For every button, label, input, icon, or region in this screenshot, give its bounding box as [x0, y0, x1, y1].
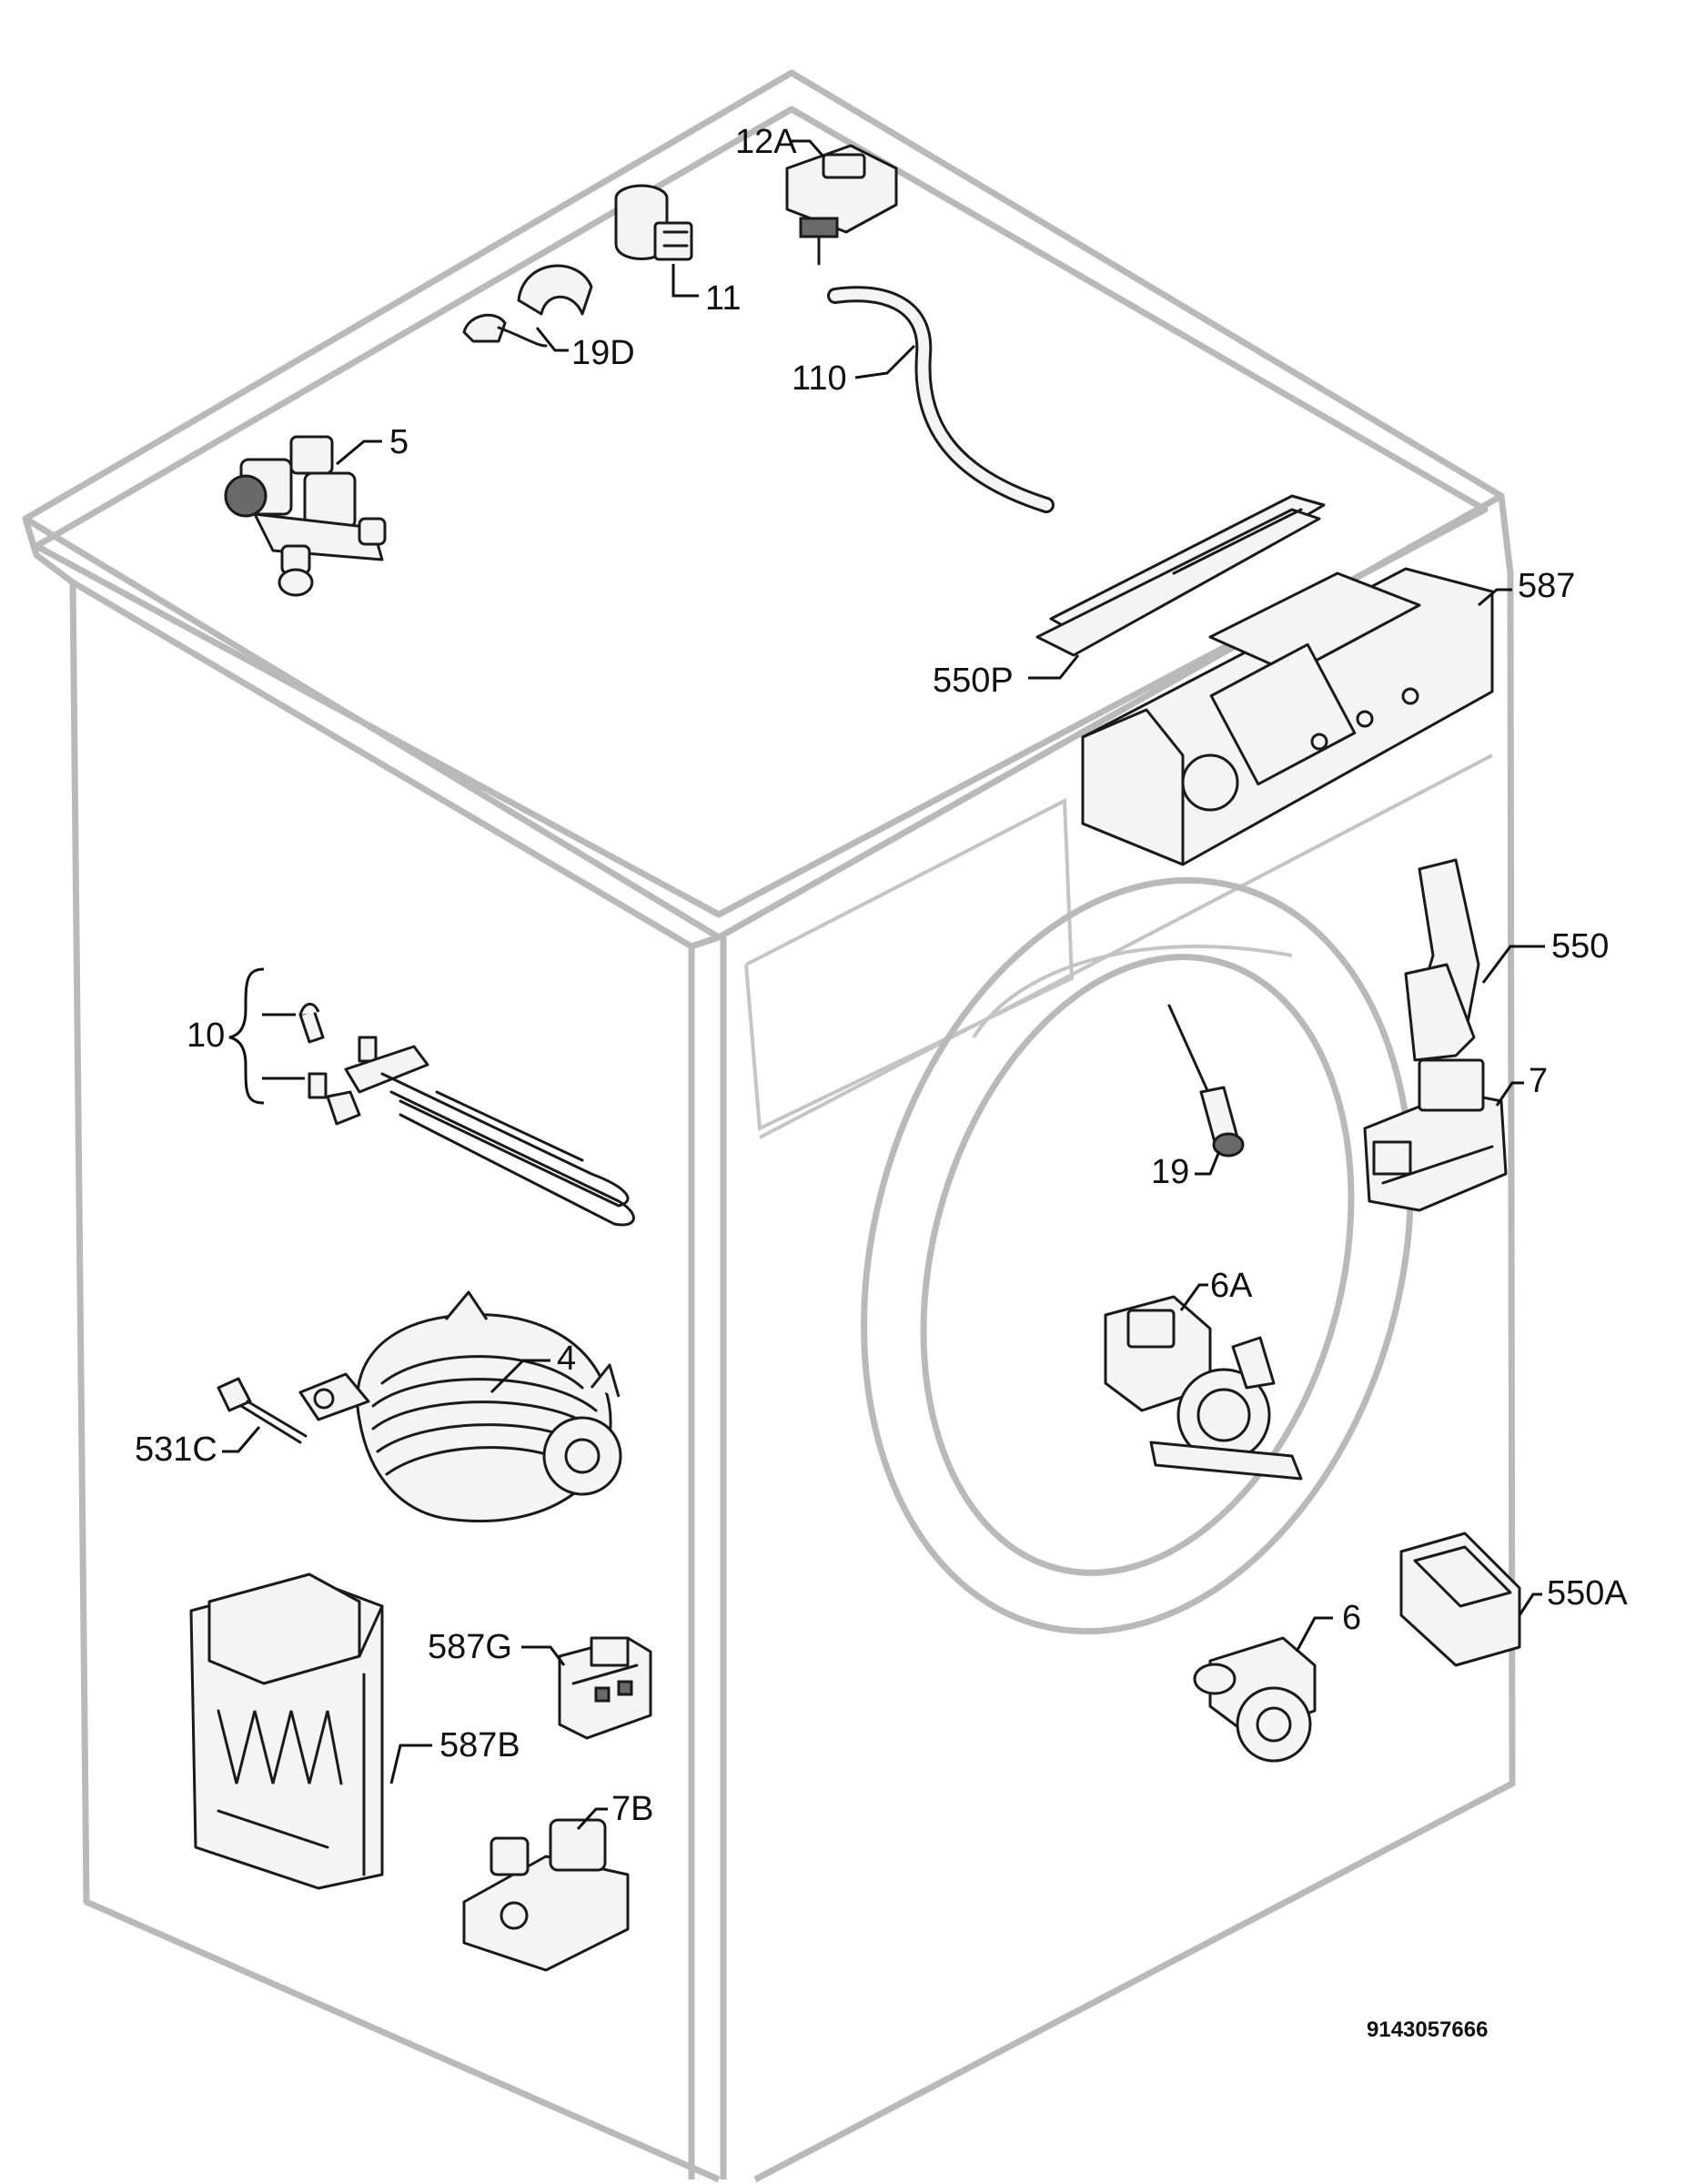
label-12A: 12A — [735, 123, 797, 161]
part-6-drain-pump[interactable]: 6 — [1193, 1599, 1361, 1763]
label-550A: 550A — [1547, 1574, 1628, 1613]
label-19D: 19D — [571, 334, 635, 372]
part-11-capacitor[interactable]: 11 — [614, 184, 741, 318]
label-587G: 587G — [428, 1628, 512, 1666]
label-11: 11 — [705, 279, 741, 318]
label-4: 4 — [557, 1340, 576, 1378]
part-4-motor[interactable]: 4 — [298, 1290, 622, 1522]
label-110: 110 — [792, 359, 847, 398]
label-19: 19 — [1151, 1153, 1189, 1191]
cabinet-outline — [22, 69, 1516, 2183]
label-6: 6 — [1342, 1599, 1361, 1637]
document-number: 9143057666 — [1367, 2017, 1488, 2042]
part-587-control-board[interactable]: 587 — [1081, 567, 1575, 866]
label-6A: 6A — [1210, 1267, 1253, 1305]
part-19D-clamp[interactable]: 19D — [462, 264, 635, 372]
part-7-door-lock[interactable]: 7 — [1363, 1058, 1548, 1212]
label-7B: 7B — [611, 1790, 653, 1828]
part-587B-power-module[interactable]: 587B — [189, 1572, 520, 1890]
part-550-door-handle[interactable]: 550 — [1404, 858, 1609, 1062]
part-110-hose[interactable]: 110 — [792, 286, 1055, 513]
part-550P-panel-cover[interactable]: 550P — [933, 494, 1326, 700]
part-531C-bolt[interactable]: 531C — [135, 1377, 308, 1469]
part-12A-pressure-switch[interactable]: 12A — [735, 123, 898, 266]
part-7B-lock-bracket[interactable]: 7B — [462, 1790, 653, 1972]
label-550: 550 — [1551, 927, 1609, 966]
part-587G-switch-module[interactable]: 587G — [428, 1628, 652, 1740]
part-6A-drain-pump[interactable]: 6A — [1104, 1267, 1303, 1481]
part-550A-cover-cap[interactable]: 550A — [1399, 1532, 1628, 1667]
label-5: 5 — [389, 423, 409, 461]
part-19-hinge-pin[interactable]: 19 — [1151, 1004, 1245, 1191]
label-587: 587 — [1518, 567, 1575, 605]
label-7: 7 — [1529, 1062, 1548, 1100]
label-587B: 587B — [439, 1726, 520, 1764]
label-10: 10 — [187, 1016, 225, 1055]
label-550P: 550P — [933, 662, 1014, 700]
label-531C: 531C — [135, 1431, 217, 1469]
part-5-inlet-valve[interactable]: 5 — [224, 423, 409, 597]
part-10-heating-element[interactable]: 10 — [187, 967, 635, 1227]
